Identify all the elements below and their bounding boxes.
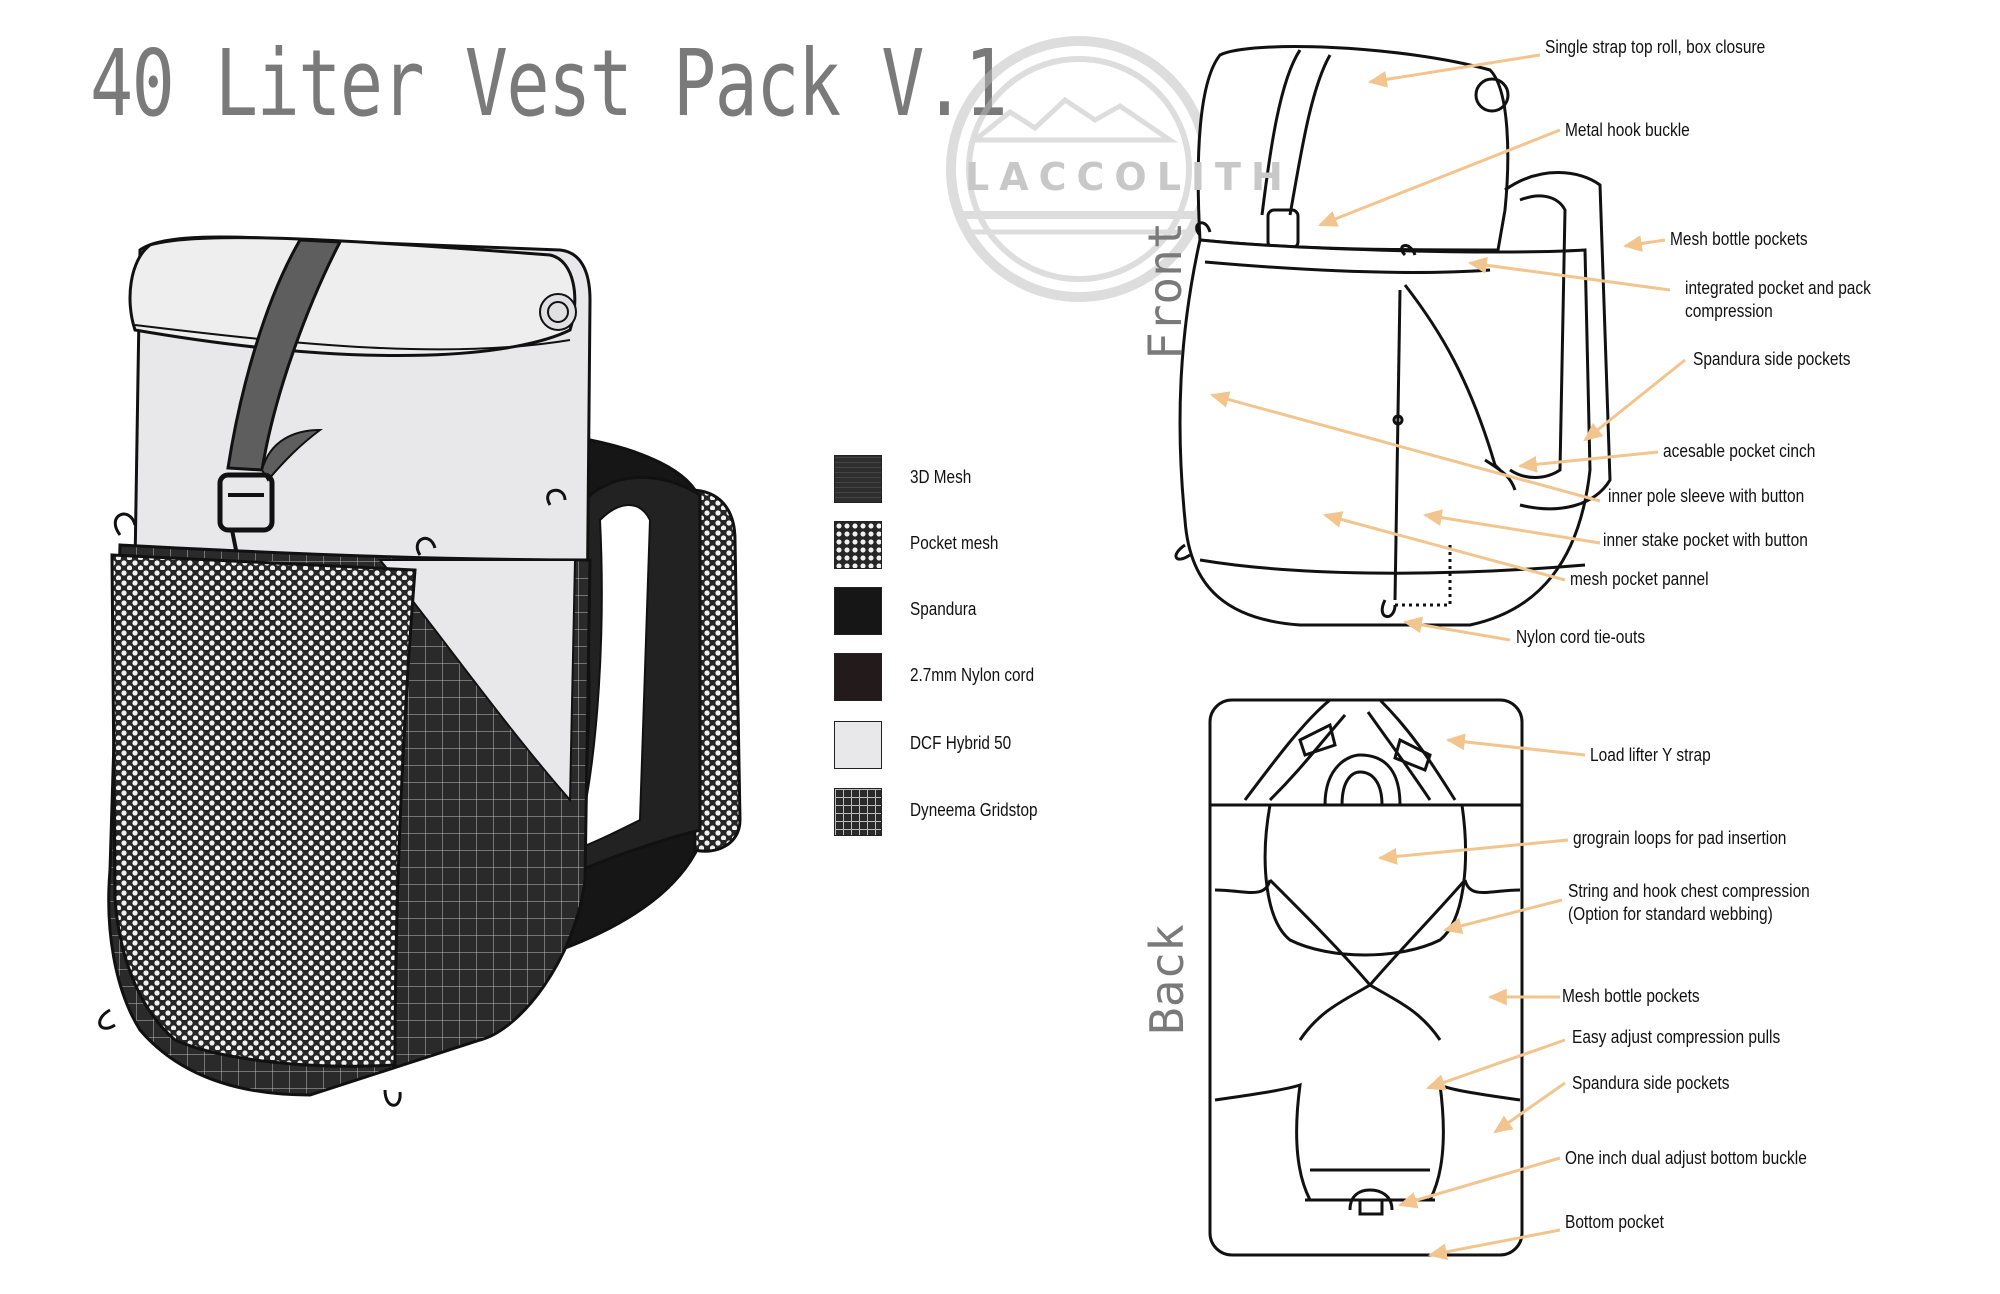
back-callout-grograin-loops: grograin loops for pad insertion [1573,828,1787,848]
legend-label: Spandura [910,599,977,619]
legend-label: Pocket mesh [910,533,999,553]
back-callout-bottom-pocket: Bottom pocket [1565,1212,1664,1232]
swatch-pocket-mesh [834,521,882,569]
front-callout-stake-pocket: inner stake pocket with button [1603,530,1808,550]
legend-item-pocket-mesh: Pocket mesh [834,521,1094,571]
front-callout-pocket-cinch: acesable pocket cinch [1663,441,1816,461]
page-title: 40 Liter Vest Pack V.1 [90,30,1008,137]
front-callout-pole-sleeve: inner pole sleeve with button [1608,486,1805,506]
swatch-dcf-hybrid [834,721,882,769]
logo-text: LACCOLITH [965,155,1293,199]
front-callout-integrated-pocket-2: compression [1685,301,1773,321]
swatch-dyneema-gridstop [834,788,882,836]
front-callout-spandura-side: Spandura side pockets [1693,349,1851,369]
legend-label: 2.7mm Nylon cord [910,665,1035,685]
back-callout-bottom-buckle: One inch dual adjust bottom buckle [1565,1148,1807,1168]
legend-label: DCF Hybrid 50 [910,733,1012,753]
legend-label: 3D Mesh [910,467,972,487]
front-view-label: Front [1138,221,1192,360]
swatch-spandura [834,587,882,635]
hook-buckle [217,472,275,533]
legend-item-spandura: Spandura [834,587,1094,637]
back-view-label: Back [1140,924,1194,1035]
back-callout-webbing-option: (Option for standard webbing) [1568,904,1773,924]
callout-arrows [1209,53,1686,1261]
pocket-mesh-panel [110,553,417,1068]
front-callout-mesh-panel: mesh pocket pannel [1570,569,1709,589]
back-callout-chest-compression: String and hook chest compression [1568,881,1810,901]
legend-item-3d-mesh: 3D Mesh [834,455,1094,505]
swatch-nylon-cord [834,653,882,701]
legend-item-nylon-cord: 2.7mm Nylon cord [834,653,1094,703]
front-callout-bottle-pockets: Mesh bottle pockets [1670,229,1808,249]
front-callout-integrated-pocket: integrated pocket and pack [1685,278,1871,298]
back-callout-load-lifter: Load lifter Y strap [1590,745,1711,765]
front-callout-tie-outs: Nylon cord tie-outs [1516,627,1646,647]
swatch-3d-mesh [834,455,882,503]
front-callout-hook-buckle: Metal hook buckle [1565,120,1690,140]
back-view-drawing [1208,698,1524,1257]
front-callout-top-roll: Single strap top roll, box closure [1545,37,1766,57]
large-pack-illustration [98,235,742,1107]
back-callout-bottle-pockets: Mesh bottle pockets [1562,986,1700,1006]
legend-item-dyneema-gridstop: Dyneema Gridstop [834,788,1094,838]
top-roll [128,236,577,357]
legend-label: Dyneema Gridstop [910,800,1038,820]
back-callout-compression-pulls: Easy adjust compression pulls [1572,1027,1781,1047]
back-callout-spandura-side: Spandura side pockets [1572,1073,1730,1093]
right-bottle-pocket [688,488,742,853]
front-view-drawing [1174,45,1612,627]
legend-item-dcf-hybrid: DCF Hybrid 50 [834,721,1094,771]
